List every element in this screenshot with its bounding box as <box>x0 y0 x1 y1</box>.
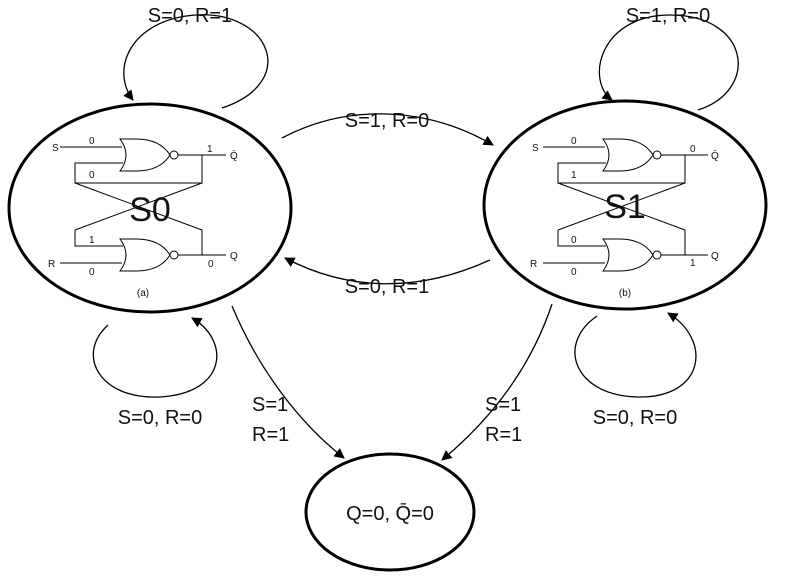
s1-self-loop-bottom <box>574 312 697 398</box>
s0-self-top-label: S=0, R=1 <box>148 5 233 27</box>
s1-r-input-value: 0 <box>571 267 577 278</box>
s0-r-input-value: 0 <box>89 267 95 278</box>
s1-s-input-label: S <box>532 143 539 154</box>
s0-state-name: S0 <box>129 191 171 229</box>
s1-qbar-output-label: Q̄ <box>711 149 719 162</box>
s0-r-input-label: R <box>48 259 55 270</box>
s1-to-s0-label: S=0, R=1 <box>345 276 430 298</box>
s1-q-output-label: Q <box>711 251 719 262</box>
s0-q-output-label: Q <box>230 251 238 262</box>
s0-s-feedback-value: 0 <box>89 170 95 181</box>
s1-to-invalid-label-2: R=1 <box>485 424 522 446</box>
s0-s-input-value: 0 <box>89 136 95 147</box>
s0-to-invalid-label-1: S=1 <box>252 394 288 416</box>
s0-to-invalid-edge <box>231 305 345 459</box>
state-invalid: Q=0, Q̄=0 <box>304 452 476 572</box>
s1-to-invalid-label-1: S=1 <box>485 394 521 416</box>
s1-to-s0-edge <box>284 257 491 285</box>
s0-to-s1-edge <box>281 113 494 146</box>
s0-to-s1-label: S=1, R=0 <box>345 110 430 132</box>
s0-r-feedback-value: 1 <box>89 235 95 246</box>
s0-qbar-output-label: Q̄ <box>230 149 238 162</box>
s1-r-feedback-value: 0 <box>571 235 577 246</box>
s1-r-input-label: R <box>530 259 537 270</box>
s0-qbar-output-value: 1 <box>207 144 213 155</box>
s1-self-top-label: S=1, R=0 <box>626 5 711 27</box>
s1-self-loop-top <box>598 14 739 111</box>
s0-self-loop-bottom <box>92 317 218 398</box>
s1-caption: (b) <box>619 288 631 299</box>
s0-q-output-value: 0 <box>208 259 214 270</box>
sr-latch-s1 <box>543 138 708 272</box>
state-s1: S R 0 1 0 0 0 1 Q̄ Q S1 (b) <box>482 99 768 311</box>
s0-s-input-label: S <box>52 143 59 154</box>
s1-self-bottom-label: S=0, R=0 <box>593 407 678 429</box>
s0-self-bottom-label: S=0, R=0 <box>118 407 203 429</box>
s0-self-loop-top <box>123 14 269 109</box>
s1-q-output-value: 1 <box>690 258 696 269</box>
sr-latch-s0 <box>60 138 226 272</box>
invalid-state-label: Q=0, Q̄=0 <box>346 502 434 525</box>
s0-to-invalid-label-2: R=1 <box>252 424 289 446</box>
s1-state-name: S1 <box>604 188 646 226</box>
s1-s-input-value: 0 <box>571 136 577 147</box>
s0-caption: (a) <box>137 288 149 299</box>
s1-to-invalid-edge <box>441 303 553 461</box>
s1-s-feedback-value: 1 <box>571 170 577 181</box>
state-s0: S R 0 0 1 0 1 0 Q̄ Q S0 (a) <box>7 102 293 314</box>
s1-qbar-output-value: 0 <box>690 144 696 155</box>
